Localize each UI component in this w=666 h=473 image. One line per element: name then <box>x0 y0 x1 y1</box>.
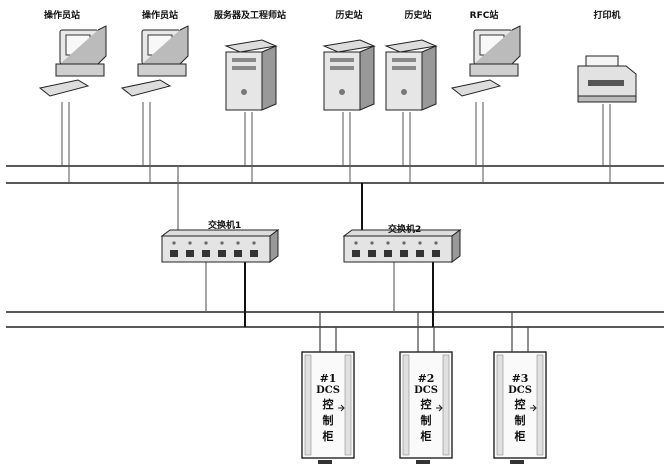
cabinet-type: DCS <box>316 385 340 396</box>
cabinet-type: DCS <box>414 385 438 396</box>
device-drop-lines <box>61 102 611 183</box>
network-switch-1-icon <box>160 229 280 263</box>
dcs-cabinet-1-outline <box>301 351 355 464</box>
dcs-cabinet-2: #2 DCS 控 制 柜 <box>411 372 441 444</box>
dcs-cabinet-3-outline <box>493 351 547 464</box>
cabinet-char: 控 <box>420 398 432 411</box>
engineering-station-label: 服务器及工程师站 <box>213 11 287 21</box>
upper-network-bus <box>6 165 664 184</box>
printer-icon <box>577 55 637 103</box>
cabinet-char: 柜 <box>420 430 432 443</box>
history-server-1-icon <box>322 39 376 111</box>
operator-workstation-2-icon <box>120 25 189 97</box>
cabinet-char: 控 <box>322 398 334 411</box>
operator-station-2-label: 操作员站 <box>141 11 179 21</box>
switch-1-label: 交换机1 <box>208 221 242 231</box>
cabinet-char: 制 <box>322 414 334 427</box>
cabinet-drop-lines <box>319 312 529 353</box>
rfc-workstation-icon <box>450 25 521 97</box>
rfc-station-label: RFC站 <box>469 11 499 21</box>
lower-network-bus <box>6 311 664 328</box>
dcs-cabinet-2-outline <box>399 351 453 464</box>
cabinet-type: DCS <box>508 385 532 396</box>
cabinet-number: #2 <box>417 372 435 385</box>
network-switch-2-icon <box>342 229 462 263</box>
history-station-1-label: 历史站 <box>335 11 363 21</box>
cabinet-char: 制 <box>514 414 526 427</box>
history-station-2-label: 历史站 <box>404 11 432 21</box>
printer-label: 打印机 <box>593 11 621 21</box>
switch-2-label: 交换机2 <box>388 225 422 235</box>
operator-workstation-1-icon <box>38 25 107 97</box>
dcs-cabinet-3: #3 DCS 控 制 柜 <box>505 372 535 444</box>
cabinet-char: 制 <box>420 414 432 427</box>
operator-station-1-label: 操作员站 <box>43 11 81 21</box>
cabinet-number: #1 <box>319 372 337 385</box>
switch-downlinks <box>205 262 434 327</box>
cabinet-char: 柜 <box>514 430 526 443</box>
cabinet-char: 柜 <box>322 430 334 443</box>
engineering-server-tower-icon <box>224 39 278 111</box>
cabinet-number: #3 <box>511 372 529 385</box>
history-server-2-icon <box>384 39 438 111</box>
dcs-cabinet-1: #1 DCS 控 制 柜 <box>313 372 343 444</box>
cabinet-char: 控 <box>514 398 526 411</box>
